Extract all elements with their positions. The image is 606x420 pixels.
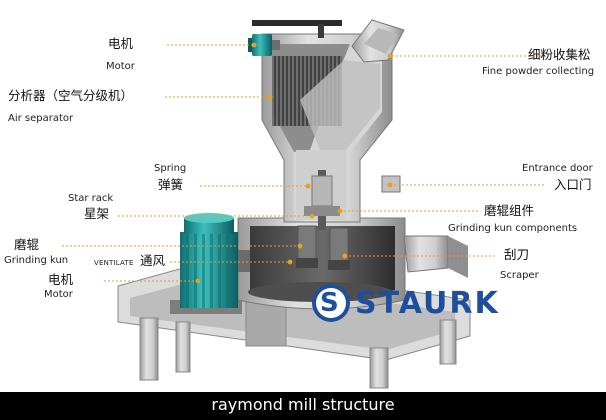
top-assembly [252,19,405,63]
caption: raymond mill structure [211,395,395,414]
label-grinding-kun-left-en: Grinding kun [4,255,69,266]
label-entrance-door-en: Entrance door [522,163,593,174]
label-grinding-components-zh: 磨辊组件 [484,203,535,218]
label-grinding-components-en: Grinding kun components [448,223,578,234]
label-fine-powder-en: Fine powder collecting [482,66,595,77]
main-motor [170,213,250,314]
staurk-logo-mark [312,284,350,322]
leader-dots [195,42,393,284]
label-ventilate-zh: 通风 [140,253,166,268]
raymond-mill-illustration [62,19,545,389]
caption-bar [0,392,606,420]
label-motor-top-en: Motor [106,61,135,72]
label-star-rack-en: Star rack [68,193,114,204]
label-entrance-door-zh: 入口门 [554,177,592,192]
label-air-separator-zh: 分析器（空气分级机） [8,88,134,103]
classifier-housing [261,33,393,223]
label-star-rack-zh: 星架 [84,206,110,221]
mill-body [237,217,406,310]
label-air-separator-en: Air separator [8,113,74,124]
logo-wordmark: STAURK [355,286,500,321]
label-motor-bottom-zh: 电机 [48,272,74,287]
label-scraper-en: Scraper [500,270,539,281]
label-fine-powder-zh: 细粉收集松 [528,47,591,62]
label-motor-bottom-en: Motor [44,289,73,300]
top-motor [248,34,280,56]
label-spring-zh: 弹簧 [158,177,184,192]
leader-lines [62,44,545,282]
label-spring-en: Spring [154,163,187,174]
label-motor-top-zh: 电机 [108,36,134,51]
label-grinding-kun-left-zh: 磨辊 [14,237,40,252]
label-scraper-zh: 刮刀 [504,247,530,262]
label-ventilate-en: VENTILATE [94,259,134,267]
logo-letter: S [320,288,339,318]
